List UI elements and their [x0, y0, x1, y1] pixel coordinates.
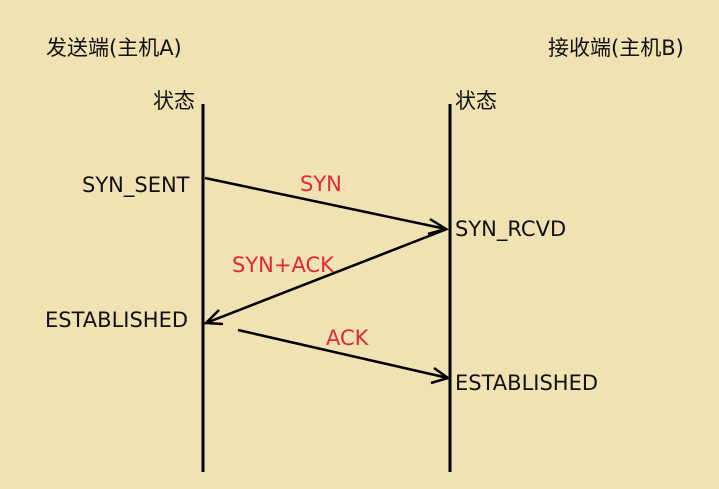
receiver-title: 接收端(主机B)	[548, 36, 684, 60]
message-syn-ack-label: SYN+ACK	[232, 253, 334, 277]
ack-arrow	[237, 328, 451, 385]
receiver-state-syn-rcvd: SYN_RCVD	[455, 217, 567, 241]
receiver-state-established: ESTABLISHED	[455, 371, 599, 395]
sender-title: 发送端(主机A)	[46, 36, 182, 60]
sender-state-header: 状态	[153, 89, 195, 113]
sender-state-syn-sent: SYN_SENT	[82, 173, 190, 197]
syn-ack-arrow	[203, 227, 448, 326]
sender-state-established: ESTABLISHED	[45, 308, 189, 332]
message-ack-label: ACK	[326, 326, 369, 350]
message-syn-label: SYN	[300, 172, 342, 196]
receiver-state-header: 状态	[455, 89, 497, 113]
